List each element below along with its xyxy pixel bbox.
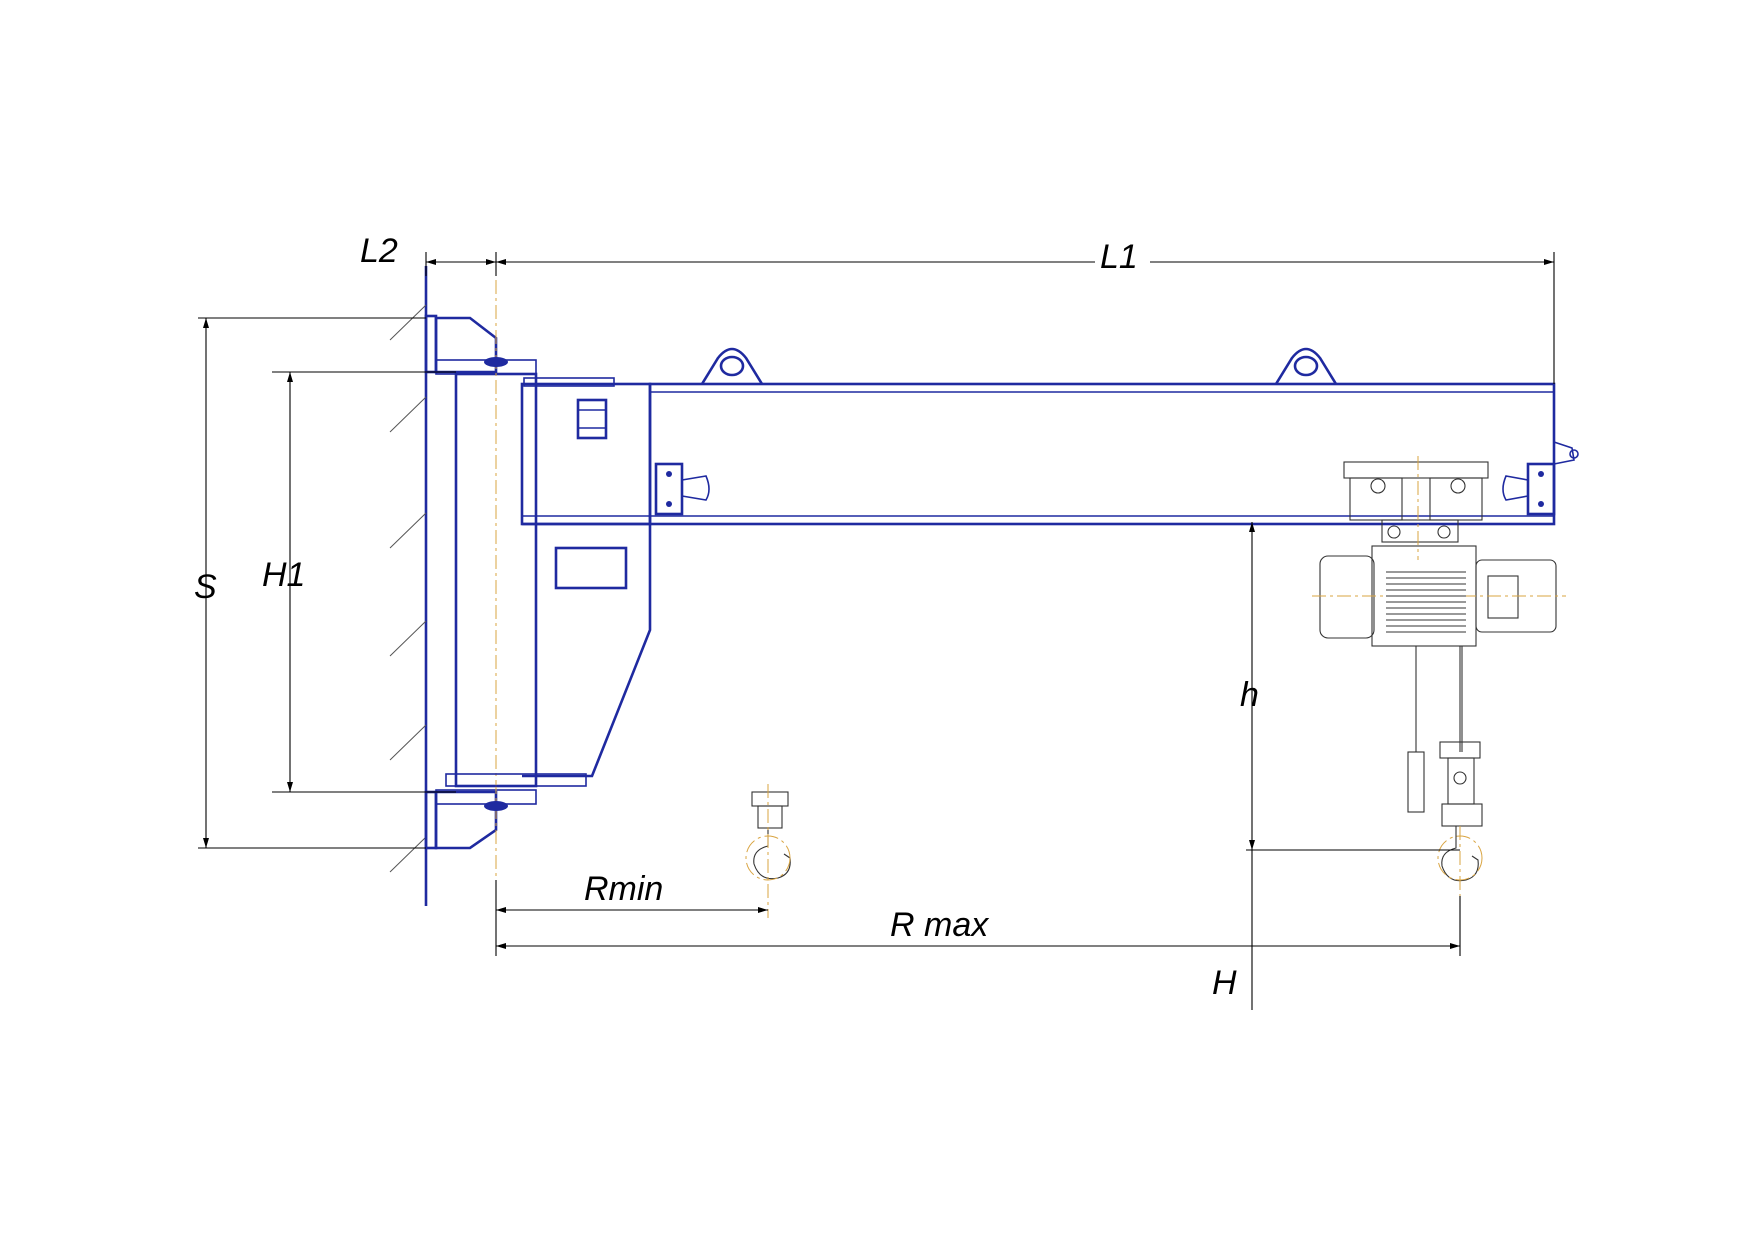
- label-S: S: [194, 568, 217, 606]
- label-L1: L1: [1100, 238, 1138, 276]
- label-H: H: [1212, 964, 1237, 1002]
- rope-drum: [1386, 571, 1466, 633]
- wall: [389, 266, 428, 906]
- boom-end-eye: [1553, 441, 1579, 465]
- wall-hatching: [389, 304, 427, 873]
- dimensions: [198, 252, 1555, 1010]
- end-stop-left: [654, 462, 710, 516]
- label-L2: L2: [360, 232, 398, 270]
- head-inspection-window: [576, 398, 608, 440]
- end-stop-right: [1502, 462, 1556, 516]
- lifting-lug-left: [700, 347, 764, 385]
- hoist-body: [1312, 545, 1566, 647]
- hook-block: [1437, 741, 1483, 896]
- hook-min-radius: [745, 784, 791, 918]
- label-Rmax: R max: [890, 906, 989, 944]
- diagonal-strut: [445, 522, 652, 787]
- label-H1: H1: [262, 556, 305, 594]
- strut-label-plate: [554, 546, 628, 590]
- electric-hoist: [1312, 456, 1566, 896]
- hoist-ropes: [1407, 646, 1463, 813]
- bottom-pivot-pin: [484, 801, 508, 811]
- top-wall-bracket: [424, 314, 537, 375]
- top-pivot-pin: [484, 357, 508, 367]
- jib-head: [520, 377, 652, 526]
- label-Rmin: Rmin: [584, 870, 663, 908]
- pendant-control: [1407, 751, 1425, 813]
- trolley: [1343, 456, 1489, 560]
- bottom-wall-bracket: [424, 789, 537, 850]
- lifting-lug-right: [1274, 347, 1338, 385]
- label-h: h: [1240, 676, 1259, 714]
- boom: [522, 347, 1579, 526]
